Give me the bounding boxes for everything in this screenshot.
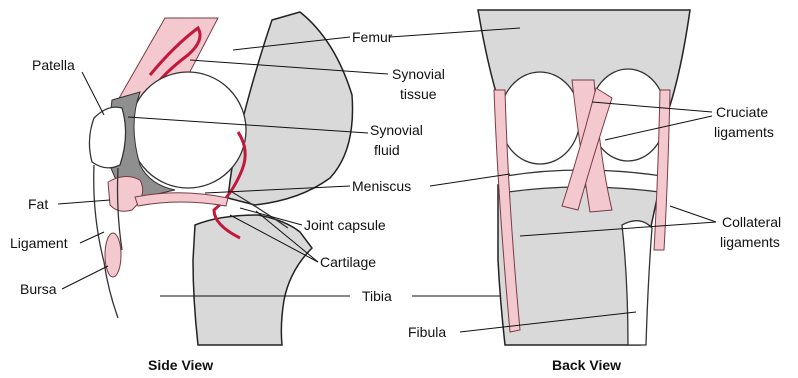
side-bursa <box>105 233 121 277</box>
label-bursa: Bursa <box>20 281 57 297</box>
label-fat: Fat <box>28 196 48 212</box>
label-patella: Patella <box>32 57 75 73</box>
side-meniscus <box>135 193 228 206</box>
label-femur: Femur <box>352 29 393 45</box>
label-cartilage: Cartilage <box>320 254 376 270</box>
label-synovial-fluid-2: fluid <box>374 142 400 158</box>
leader-fat <box>58 200 110 204</box>
label-collateral-1: Collateral <box>722 214 781 230</box>
caption-side-view: Side View <box>148 357 213 373</box>
caption-back-view: Back View <box>552 357 621 373</box>
side-femur-condyle <box>130 72 246 188</box>
label-synovial-fluid-1: Synovial <box>370 122 423 138</box>
label-joint-capsule: Joint capsule <box>304 217 386 233</box>
back-condyle-medial <box>500 72 580 164</box>
label-meniscus: Meniscus <box>352 178 411 194</box>
leader-collateral-b <box>670 206 716 222</box>
label-synovial-tissue-1: Synovial <box>392 66 445 82</box>
label-cruciate-2: ligaments <box>714 124 774 140</box>
leader-ligament <box>80 232 104 243</box>
side-femur-shaft <box>228 12 353 205</box>
leader-bursa <box>62 266 108 289</box>
label-ligament: Ligament <box>10 235 68 251</box>
label-collateral-2: ligaments <box>720 234 780 250</box>
side-tibia <box>193 215 312 345</box>
side-patella <box>89 107 125 168</box>
label-synovial-tissue-2: tissue <box>400 86 437 102</box>
label-fibula: Fibula <box>408 324 446 340</box>
back-view-illustration <box>478 10 690 345</box>
leader-patella <box>82 72 104 115</box>
label-tibia: Tibia <box>362 288 392 304</box>
label-cruciate-1: Cruciate <box>716 104 768 120</box>
side-fat-pad <box>108 176 143 211</box>
